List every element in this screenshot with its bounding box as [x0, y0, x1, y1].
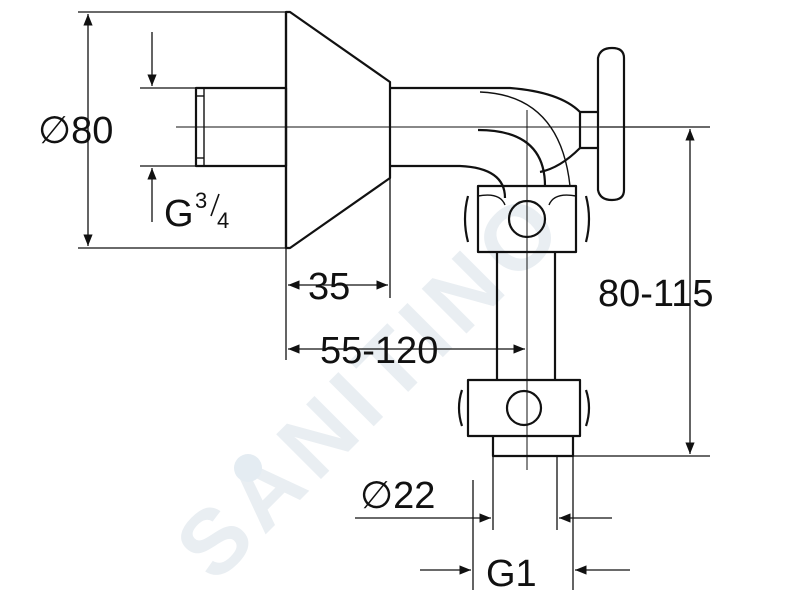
dimension-lines: [78, 11, 710, 590]
label-thread-inlet-base: G: [164, 193, 194, 235]
union-nut-upper: [476, 184, 578, 254]
handwheel: [580, 46, 626, 202]
elbow: [477, 128, 547, 187]
label-thread-inlet: G 3 4: [164, 188, 229, 235]
label-thread-inlet-num: 3: [195, 188, 207, 213]
body-horizontal: [390, 86, 582, 174]
label-height-adjust: 80-115: [598, 273, 714, 315]
outlet-thread: [491, 436, 575, 458]
union-nut-lower: [466, 378, 582, 438]
valve-body: [194, 10, 626, 458]
label-depth-flange: 35: [308, 266, 350, 308]
label-diameter-flange: ∅80: [38, 110, 113, 152]
dimension-labels: ∅80 G 3 4 35 55-120 80-115 ∅22 G1: [38, 110, 714, 595]
label-projection: 55-120: [320, 330, 438, 372]
label-diameter-outlet: ∅22: [360, 475, 435, 517]
vertical-tube: [495, 252, 557, 380]
label-thread-inlet-den: 4: [217, 208, 229, 233]
label-thread-outlet: G1: [486, 553, 537, 595]
flange-cone: [284, 10, 392, 250]
